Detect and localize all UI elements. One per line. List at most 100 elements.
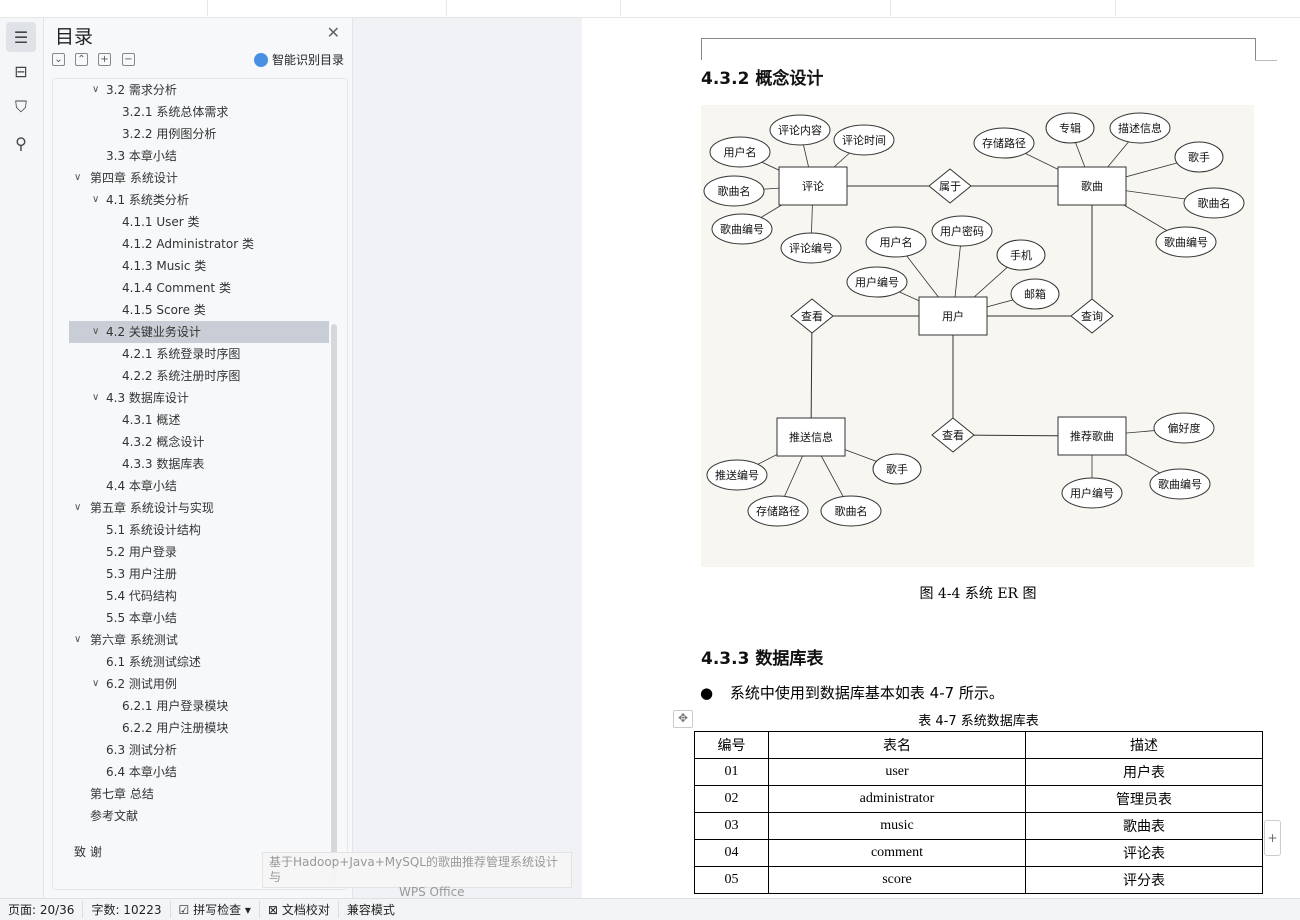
toc-icon[interactable]: ☰ [6,22,36,52]
toc-item-label: 4.3 数据库设计 [106,391,189,405]
toc-item[interactable]: 4.1.1 User 类 [69,211,329,233]
toc-item[interactable]: ∨第六章 系统测试 [69,629,329,651]
attribute-ellipse [780,232,842,264]
attribute-ellipse [1045,112,1095,144]
chevron-down-icon[interactable]: ∨ [74,172,82,183]
canvas-margin [353,18,582,898]
proofread-button[interactable]: ⊠ 文档校对 [260,901,339,918]
toc-item[interactable]: 5.3 用户注册 [69,563,329,585]
table-cell: score [768,866,1026,894]
nav-strip: ☰ ⊟ ⛉ ⚲ [0,18,44,898]
header-line [701,38,1255,39]
attribute-ellipse [709,136,771,168]
collapse-all-button[interactable]: ⌃ [75,53,88,66]
chevron-down-icon[interactable]: ∨ [74,502,82,513]
corner-mark [1255,60,1277,61]
table-cell: administrator [768,785,1026,813]
relationship-diamond [1070,298,1114,334]
attribute-ellipse [711,213,773,245]
attribute-label: 手机 [1010,248,1032,262]
chevron-down-icon[interactable]: ∨ [92,326,100,337]
smart-icon [253,52,268,67]
page-count: 页面: 20/36 [0,901,84,918]
smart-toc-button[interactable]: 智能识别目录 [253,51,344,68]
toolbar-divider [446,0,447,16]
toolbar-divider [1115,0,1116,16]
chevron-down-icon[interactable]: ∨ [92,194,100,205]
toc-item[interactable]: 3.2.2 用例图分析 [69,123,329,145]
toc-item[interactable]: 3.3 本章小结 [69,145,329,167]
outline-icon[interactable]: ⊟ [14,61,28,81]
relationship-label: 查看 [942,428,964,442]
word-count[interactable]: 字数: 10223 [83,901,171,918]
toc-item[interactable]: 4.1.2 Administrator 类 [69,233,329,255]
toc-item-label: 4.3.2 概念设计 [122,435,205,449]
toc-item[interactable]: 4.1.3 Music 类 [69,255,329,277]
toc-item[interactable]: 参考文献 [69,805,329,827]
attribute-label: 存储路径 [982,136,1026,150]
toc-item[interactable]: 6.3 测试分析 [69,739,329,761]
scrollbar[interactable] [331,324,337,884]
attribute-label: 用户密码 [940,224,984,238]
expand-all-button[interactable]: ⌄ [52,53,65,66]
table-cell: 03 [694,812,769,840]
toc-item-label: 4.2.2 系统注册时序图 [122,369,241,383]
toc-item[interactable]: ∨6.2 测试用例 [69,673,329,695]
toc-item[interactable]: ∨第五章 系统设计与实现 [69,497,329,519]
spell-check-button[interactable]: ☑ 拼写检查 ▾ [171,901,260,918]
toc-item[interactable]: 6.4 本章小结 [69,761,329,783]
bookmark-icon[interactable]: ⛉ [14,97,27,116]
search-icon[interactable]: ⚲ [15,133,27,153]
remove-level-button[interactable]: − [122,53,135,66]
toc-item[interactable]: 4.3.1 概述 [69,409,329,431]
tooltip-line: 基于Hadoop+Java+MySQL的歌曲推荐管理系统设计与 [269,855,558,884]
toc-item[interactable]: 4.2.2 系统注册时序图 [69,365,329,387]
relationship-diamond [790,298,834,334]
entity-label: 歌曲 [1081,179,1103,193]
toc-item[interactable]: 5.4 代码结构 [69,585,329,607]
toc-item[interactable]: 致 谢 [69,841,329,863]
toc-item[interactable]: 4.3.3 数据库表 [69,453,329,475]
attribute-ellipse [973,127,1035,159]
toolbar-divider [207,0,208,16]
entity-label: 推送信息 [789,430,833,444]
toc-item[interactable]: 6.2.1 用户登录模块 [69,695,329,717]
chevron-down-icon[interactable]: ∨ [74,634,82,645]
toc-item[interactable]: 4.4 本章小结 [69,475,329,497]
toc-item[interactable]: 3.2.1 系统总体需求 [69,101,329,123]
table-cell: 04 [694,839,769,867]
corner-mark [1255,38,1256,60]
toc-item[interactable]: 4.1.5 Score 类 [69,299,329,321]
toc-item[interactable]: ∨4.1 系统类分析 [69,189,329,211]
chevron-down-icon[interactable]: ∨ [92,84,100,95]
toc-item[interactable]: 4.1.4 Comment 类 [69,277,329,299]
toc-item[interactable]: 5.2 用户登录 [69,541,329,563]
toc-item[interactable]: 5.1 系统设计结构 [69,519,329,541]
table-cell: 01 [694,758,769,786]
toc-item-label: 5.1 系统设计结构 [106,523,201,537]
toc-item[interactable]: ∨ 4.3 数据库设计 [69,387,329,409]
entity-label: 用户 [942,309,964,323]
toc-item[interactable]: 6.2.2 用户注册模块 [69,717,329,739]
toc-item[interactable]: 6.1 系统测试综述 [69,651,329,673]
toc-item[interactable]: ∨4.2 关键业务设计 [69,321,329,343]
toc-item[interactable]: 4.3.2 概念设计 [69,431,329,453]
close-icon[interactable]: ✕ [326,23,340,42]
toc-item[interactable]: ∨第四章 系统设计 [69,167,329,189]
toc-item[interactable]: 5.5 本章小结 [69,607,329,629]
chevron-down-icon[interactable]: ∨ [92,678,100,689]
toc-item-label: 4.2.1 系统登录时序图 [122,347,241,361]
toc-item[interactable]: ∨3.2 需求分析 [69,79,329,101]
tooltip-line: WPS Office [399,885,465,899]
add-level-button[interactable]: + [98,53,111,66]
toc-item-label: 4.4 本章小结 [106,479,177,493]
add-column-button[interactable]: + [1264,820,1281,856]
toc-item[interactable]: 第七章 总结 [69,783,329,805]
move-table-icon[interactable]: ✥ [673,710,693,728]
toc-item-label: 5.3 用户注册 [106,567,177,581]
toc-item[interactable]: 4.2.1 系统登录时序图 [69,343,329,365]
chevron-down-icon[interactable]: ∨ [92,392,100,403]
bullet-paragraph: ● 系统中使用到数据库基本如表 4-7 所示。 [700,682,1004,703]
toolbar [0,0,1300,18]
